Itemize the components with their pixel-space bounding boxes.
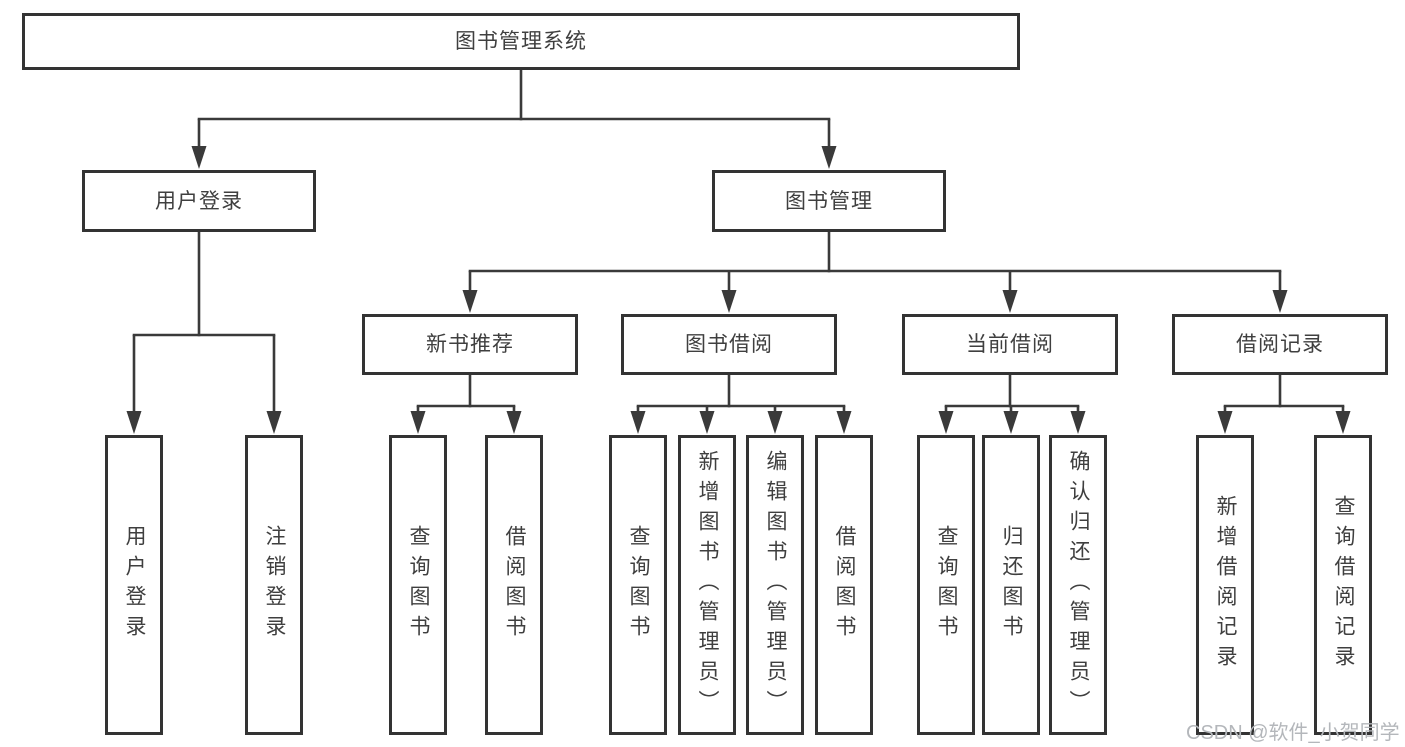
node-label: 归还图书 <box>1000 525 1024 645</box>
node-leaf-query-books-3: 查询图书 <box>917 435 975 735</box>
arrowhead-icon <box>410 411 426 434</box>
node-user-login-branch: 用户登录 <box>82 170 316 232</box>
watermark: CSDN @软件_小贺同学 <box>1186 722 1400 744</box>
arrowhead-icon <box>821 146 837 169</box>
arrowhead-icon <box>767 411 783 434</box>
arrowhead-icon <box>630 411 646 434</box>
arrowhead-icon <box>1217 411 1233 434</box>
node-label: 借阅图书 <box>833 525 857 645</box>
node-label: 查询图书 <box>627 525 651 645</box>
node-leaf-return-books: 归还图书 <box>982 435 1040 735</box>
node-label: 新增借阅记录 <box>1214 495 1238 675</box>
arrowhead-icon <box>1070 411 1086 434</box>
arrowhead-icon <box>462 290 478 313</box>
node-label: 查询图书 <box>935 525 959 645</box>
node-label: 新书推荐 <box>426 333 514 356</box>
node-leaf-add-books-admin: 新增图书（管理员） <box>678 435 736 735</box>
arrowhead-icon <box>266 411 282 434</box>
node-new-book-recommendation: 新书推荐 <box>362 314 578 375</box>
arrowhead-icon <box>699 411 715 434</box>
node-label: 注销登录 <box>263 525 287 645</box>
node-label: 编辑图书（管理员） <box>764 450 788 720</box>
node-label: 图书管理 <box>785 189 873 213</box>
arrowhead-icon <box>126 411 142 434</box>
node-leaf-edit-books-admin: 编辑图书（管理员） <box>746 435 804 735</box>
node-leaf-query-books-2: 查询图书 <box>609 435 667 735</box>
node-book-management-branch: 图书管理 <box>712 170 946 232</box>
arrowhead-icon <box>938 411 954 434</box>
node-leaf-user-login: 用户登录 <box>105 435 163 735</box>
node-label: 借阅记录 <box>1236 333 1324 356</box>
node-label: 查询图书 <box>407 525 431 645</box>
arrowhead-icon <box>1335 411 1351 434</box>
node-label: 图书借阅 <box>685 333 773 356</box>
arrowhead-icon <box>1002 290 1018 313</box>
arrowhead-icon <box>721 290 737 313</box>
node-leaf-query-books-1: 查询图书 <box>389 435 447 735</box>
node-label: 用户登录 <box>155 189 243 213</box>
node-label: 确认归还（管理员） <box>1067 450 1091 720</box>
node-label: 图书管理系统 <box>455 30 587 53</box>
node-leaf-confirm-return-admin: 确认归还（管理员） <box>1049 435 1107 735</box>
node-label: 当前借阅 <box>966 333 1054 356</box>
arrowhead-icon <box>191 146 207 169</box>
node-label: 借阅图书 <box>503 525 527 645</box>
node-leaf-logout: 注销登录 <box>245 435 303 735</box>
node-label: 新增图书（管理员） <box>696 450 720 720</box>
node-leaf-query-borrow-record: 查询借阅记录 <box>1314 435 1372 735</box>
node-leaf-borrow-books-1: 借阅图书 <box>485 435 543 735</box>
node-label: 用户登录 <box>123 525 147 645</box>
node-leaf-add-borrow-record: 新增借阅记录 <box>1196 435 1254 735</box>
node-borrowing-records: 借阅记录 <box>1172 314 1388 375</box>
node-current-borrowing: 当前借阅 <box>902 314 1118 375</box>
node-library-management-system: 图书管理系统 <box>22 13 1020 70</box>
node-leaf-borrow-books-2: 借阅图书 <box>815 435 873 735</box>
node-label: 查询借阅记录 <box>1332 495 1356 675</box>
arrowhead-icon <box>506 411 522 434</box>
arrowhead-icon <box>836 411 852 434</box>
arrowhead-icon <box>1272 290 1288 313</box>
node-book-borrowing: 图书借阅 <box>621 314 837 375</box>
arrowhead-icon <box>1003 411 1019 434</box>
